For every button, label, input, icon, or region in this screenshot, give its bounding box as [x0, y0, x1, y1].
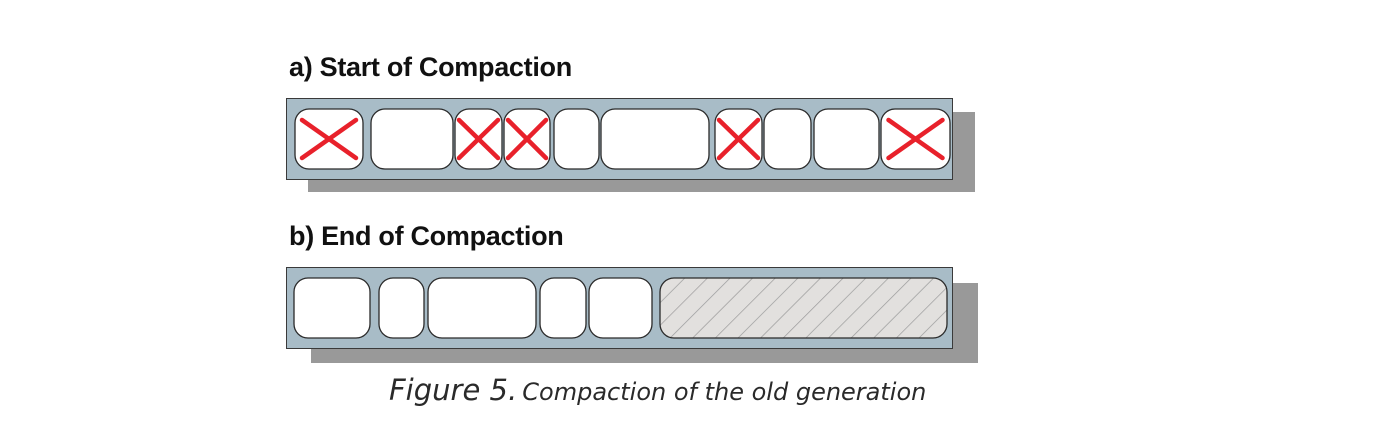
start-object-live: [763, 108, 812, 170]
garbage-cross-icon: [716, 117, 761, 161]
end-object-live: [378, 277, 425, 339]
garbage-cross-icon: [299, 117, 359, 161]
object-block: [293, 277, 371, 339]
start-of-compaction-title: a) Start of Compaction: [289, 52, 572, 82]
start-object-garbage: [880, 108, 951, 170]
garbage-cross-icon: [886, 117, 945, 161]
start-object-garbage: [294, 108, 364, 170]
end-object-live: [427, 277, 537, 339]
object-block: [763, 108, 812, 170]
end-of-compaction-title: b) End of Compaction: [289, 221, 564, 251]
object-block: [600, 108, 710, 170]
heap-objects-end: [293, 277, 948, 339]
garbage-cross-icon: [505, 117, 549, 161]
object-block: [378, 277, 425, 339]
start-object-live: [370, 108, 454, 170]
start-object-garbage: [454, 108, 503, 170]
garbage-cross-icon: [456, 117, 501, 161]
free-space-block: [659, 277, 948, 339]
heap-bar-start: [286, 98, 953, 180]
end-object-live: [539, 277, 587, 339]
end-object-live: [588, 277, 653, 339]
start-object-garbage: [714, 108, 763, 170]
start-object-live: [553, 108, 600, 170]
end-object-live: [293, 277, 371, 339]
figure-label: Figure 5.: [389, 373, 518, 407]
figure-caption-text: Compaction of the old generation: [522, 378, 927, 406]
object-block: [370, 108, 454, 170]
start-object-live: [600, 108, 710, 170]
object-block: [553, 108, 600, 170]
heap-bar-end: [286, 267, 953, 349]
object-block: [427, 277, 537, 339]
object-block: [588, 277, 653, 339]
start-object-garbage: [503, 108, 551, 170]
object-block: [539, 277, 587, 339]
start-object-live: [813, 108, 880, 170]
heap-objects-start: [294, 108, 951, 170]
object-block: [813, 108, 880, 170]
figure-caption: Figure 5. Compaction of the old generati…: [389, 373, 926, 407]
end-object-free-space: [659, 277, 948, 339]
